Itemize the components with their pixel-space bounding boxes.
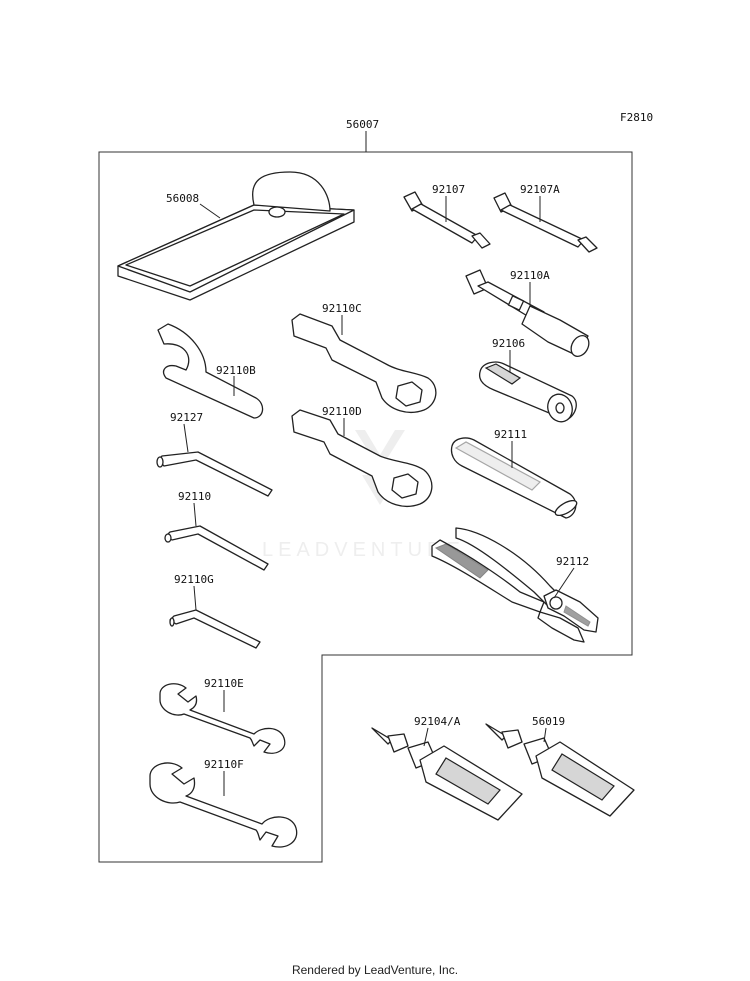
label-92110C: 92110C (322, 302, 362, 315)
label-92110G: 92110G (174, 573, 214, 586)
kit-frame (98, 151, 633, 863)
leader-92110 (193, 502, 197, 527)
label-92110B: 92110B (216, 364, 256, 377)
footer-credit: Rendered by LeadVenture, Inc. (291, 963, 459, 977)
label-92110D: 92110D (322, 405, 362, 418)
label-92111: 92111 (494, 428, 527, 441)
leader-56008 (199, 203, 221, 219)
label-92110A: 92110A (510, 269, 550, 282)
label-92107: 92107 (432, 183, 465, 196)
leader-92110G (193, 585, 197, 611)
screwdriver-92107A (493, 192, 598, 253)
handle-92111 (450, 437, 578, 519)
label-56008: 56008 (166, 192, 199, 205)
hex-key-92127 (156, 451, 273, 497)
plug-wrench-92110A (465, 269, 590, 357)
screwdriver-92107 (403, 191, 491, 249)
watermark-text: LEADVENTURE (262, 539, 465, 561)
label-56019: 56019 (532, 715, 565, 728)
grease-tube-56019 (485, 723, 635, 817)
socket-92106 (478, 361, 577, 423)
open-wrench-92110E (159, 683, 286, 754)
label-92106: 92106 (492, 337, 525, 350)
label-92110: 92110 (178, 490, 211, 503)
tool-pouch (117, 171, 355, 301)
label-92127: 92127 (170, 411, 203, 424)
label-92107A: 92107A (520, 183, 560, 196)
label-56007: 56007 (346, 118, 379, 131)
label-92110F: 92110F (204, 758, 244, 771)
leader-92127 (183, 423, 189, 453)
hex-key-92110G (169, 609, 261, 649)
label-92104A: 92104/A (414, 715, 461, 728)
open-wrench-92110F (149, 762, 298, 848)
label-92110E: 92110E (204, 677, 244, 690)
box-wrench-92110C (291, 313, 437, 413)
leader-56019 (543, 727, 547, 743)
leader-92104A (423, 727, 429, 747)
pliers-92112 (431, 527, 599, 643)
label-92112: 92112 (556, 555, 589, 568)
box-wrench-92110D (291, 409, 433, 507)
figure-code: F2810 (620, 111, 653, 124)
hex-key-92110 (164, 525, 269, 571)
grease-tube-92104A (371, 727, 523, 821)
leader-92112 (553, 567, 575, 599)
hook-wrench-92110B (157, 323, 264, 419)
